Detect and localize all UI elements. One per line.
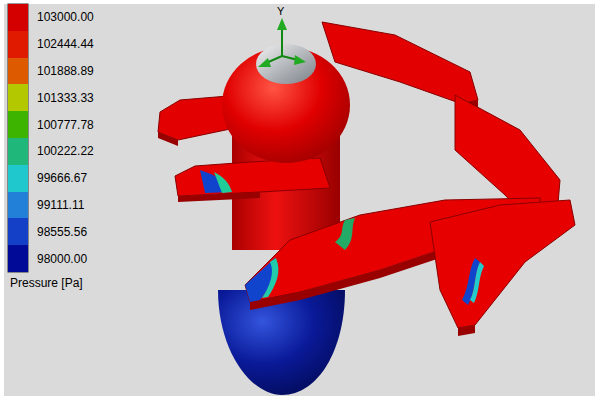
legend-swatch xyxy=(8,4,28,31)
legend-swatch xyxy=(8,218,28,245)
legend-swatch xyxy=(8,111,28,138)
legend-value: 98000.00 xyxy=(37,252,87,266)
axis-label: Y xyxy=(277,4,284,18)
legend-swatch xyxy=(8,138,28,165)
legend-value: 100777.78 xyxy=(37,118,94,132)
legend-value: 101333.33 xyxy=(37,91,94,105)
legend-value: 102444.44 xyxy=(37,37,94,51)
legend-value: 103000.00 xyxy=(37,10,94,24)
legend-swatch xyxy=(8,245,28,272)
legend-swatch xyxy=(8,31,28,58)
legend-value: 101888.89 xyxy=(37,64,94,78)
legend-value: 99666.67 xyxy=(37,171,87,185)
legend-swatch xyxy=(8,165,28,192)
legend-swatch xyxy=(8,84,28,111)
legend-value: 99111.11 xyxy=(37,198,84,212)
legend-value: 100222.22 xyxy=(37,144,94,158)
legend-swatch xyxy=(8,58,28,85)
legend-swatch xyxy=(8,192,28,219)
legend-title: Pressure [Pa] xyxy=(10,276,83,290)
legend-value: 98555.56 xyxy=(37,225,87,239)
